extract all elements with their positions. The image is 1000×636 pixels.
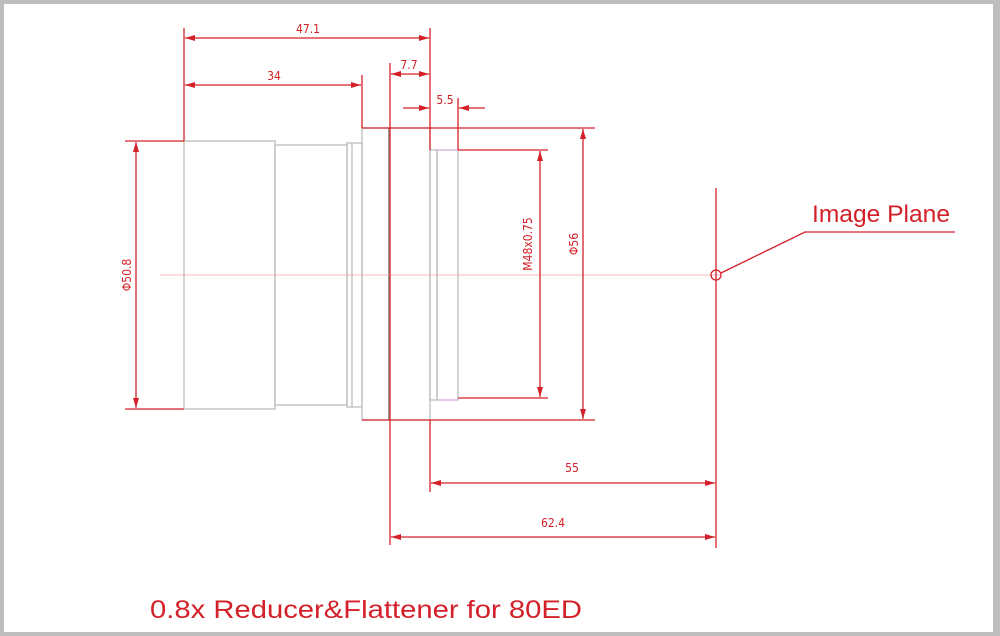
dim-7-7: 7.7	[400, 58, 417, 72]
drawing-title: 0.8x Reducer&Flattener for 80ED	[150, 596, 582, 624]
dim-47-1: 47.1	[296, 22, 320, 36]
dim-5-5: 5.5	[436, 93, 453, 107]
image-plane-label: Image Plane	[812, 201, 950, 228]
dim-56: Φ56	[567, 233, 581, 255]
dim-34: 34	[267, 69, 281, 83]
image-plane-marker	[710, 269, 722, 281]
dim-55: 55	[565, 461, 579, 475]
dim-62-4: 62.4	[541, 516, 565, 530]
reducer-body	[183, 127, 459, 421]
dim-m48: M48x0.75	[521, 217, 535, 270]
drawing-canvas: 47.1 34 7.7 5.5 55 62.4 M48x0.75 Φ56 Φ50…	[4, 4, 993, 632]
dim-50-8: Φ50.8	[120, 259, 134, 292]
callout-leader	[720, 231, 955, 274]
